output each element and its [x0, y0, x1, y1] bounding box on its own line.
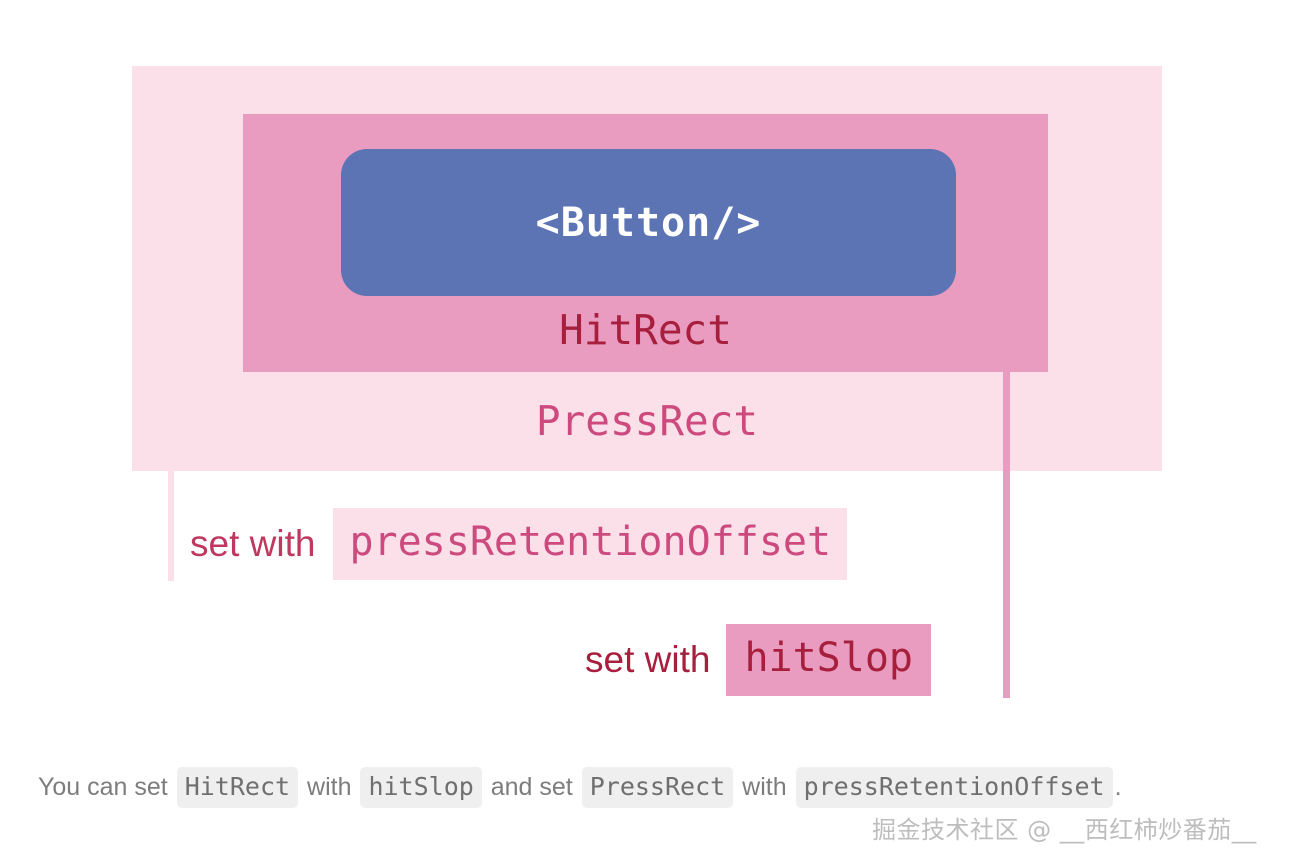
caption-part-5: .: [1114, 773, 1122, 801]
caption-code-pressrect: PressRect: [581, 767, 734, 808]
callout-press-retention-offset: set with pressRetentionOffset: [190, 508, 848, 580]
callout-hit-slop-prefix: set with: [585, 639, 711, 680]
button-component-box[interactable]: <Button/>: [341, 149, 956, 296]
callout-hit-slop: set with hitSlop: [585, 624, 932, 696]
caption-part-3: and set: [490, 773, 573, 801]
callout-press-retention-prefix: set with: [190, 523, 316, 564]
callout-hit-slop-code: hitSlop: [726, 624, 932, 696]
caption-part-2: with: [307, 773, 352, 801]
press-rect-label: PressRect: [535, 397, 759, 445]
caption-code-hitslop: hitSlop: [360, 767, 482, 808]
hit-rect-connector-line: [1003, 372, 1010, 698]
caption-code-pressretentionoffset: pressRetentionOffset: [795, 767, 1113, 808]
caption-code-hitrect: HitRect: [176, 767, 299, 808]
caption-text: You can set HitRect with hitSlop and set…: [38, 766, 1278, 808]
caption-part-4: with: [742, 773, 787, 801]
hit-rect-label: HitRect: [559, 306, 732, 354]
caption-part-1: You can set: [38, 773, 168, 801]
press-rect-connector-line: [168, 471, 174, 581]
callout-press-retention-code: pressRetentionOffset: [333, 508, 848, 580]
watermark-label: 掘金技术社区 @ __西红柿炒番茄__: [872, 816, 1257, 844]
button-component-label: <Button/>: [535, 199, 762, 246]
